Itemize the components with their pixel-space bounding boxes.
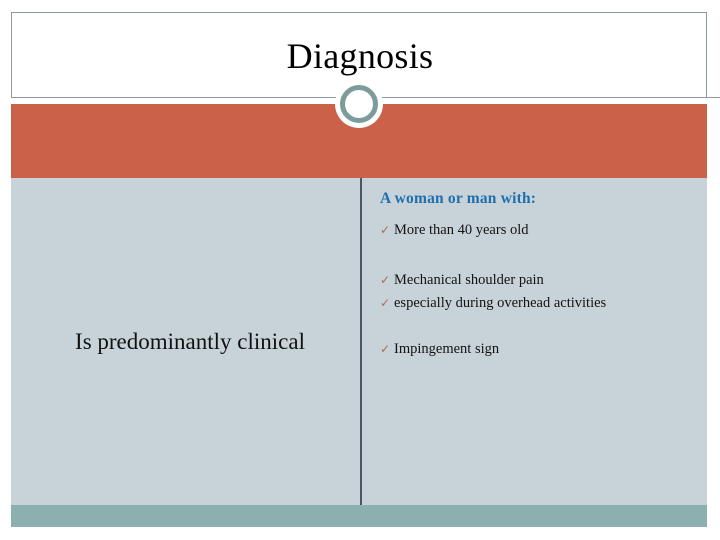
ring-decoration-icon xyxy=(335,80,383,128)
checkmark-icon: ✓ xyxy=(380,272,391,287)
right-column-heading: A woman or man with: xyxy=(380,190,537,207)
bullet-group-2: ✓ Mechanical shoulder pain ✓ especially … xyxy=(380,270,680,314)
page-title: Diagnosis xyxy=(286,36,434,76)
list-item: ✓ Impingement sign xyxy=(380,339,680,360)
ring-inner-circle xyxy=(340,85,378,123)
left-column: Is predominantly clinical xyxy=(30,178,350,505)
bullet-group-1: ✓ More than 40 years old xyxy=(380,220,680,241)
list-item-label: Impingement sign xyxy=(394,340,500,357)
column-divider xyxy=(360,178,362,505)
list-item-label: Mechanical shoulder pain xyxy=(394,271,544,288)
footer-bar xyxy=(11,505,707,527)
list-item: ✓ especially during overhead activities xyxy=(380,293,680,314)
left-column-text: Is predominantly clinical xyxy=(75,328,305,354)
checkmark-icon: ✓ xyxy=(380,341,391,356)
bullet-group-3: ✓ Impingement sign xyxy=(380,339,680,360)
group-spacer xyxy=(380,317,680,339)
list-item-label: More than 40 years old xyxy=(394,222,529,238)
list-item: ✓ Mechanical shoulder pain xyxy=(380,270,680,291)
content-background xyxy=(11,178,707,505)
right-column: A woman or man with: ✓ More than 40 year… xyxy=(380,190,680,362)
checkmark-icon: ✓ xyxy=(380,223,391,237)
group-spacer xyxy=(380,244,680,270)
list-item-label: especially during overhead activities xyxy=(394,295,607,312)
list-item: ✓ More than 40 years old xyxy=(380,220,680,241)
checkmark-icon: ✓ xyxy=(380,296,391,311)
